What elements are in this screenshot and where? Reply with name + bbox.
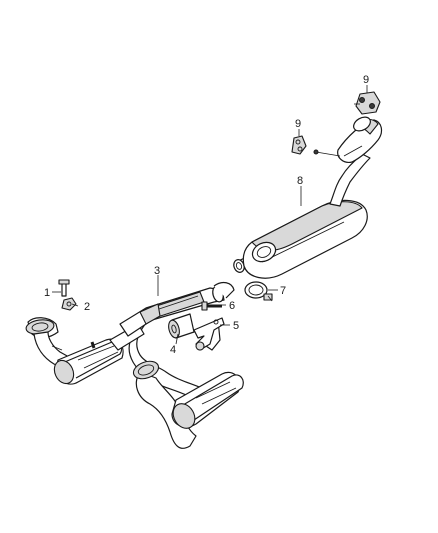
callout-9-lower: 9 [295, 118, 301, 130]
right-flange-pipe [132, 360, 197, 449]
bolt-1 [58, 279, 70, 297]
callout-5: 5 [233, 320, 239, 332]
callout-2: 2 [84, 301, 90, 313]
nut-2 [61, 297, 77, 311]
callout-labels: 1 2 3 4 5 6 7 8 9 9 [44, 74, 369, 356]
bolt-6 [201, 301, 222, 311]
callout-9-upper: 9 [363, 74, 369, 86]
hanger-isolator-9-upper [354, 91, 381, 115]
tailpipe-hanger-rod [313, 149, 341, 157]
left-catalytic-converter [53, 338, 124, 385]
callout-3: 3 [154, 265, 160, 277]
callout-1: 1 [44, 287, 50, 299]
leader-lines [52, 85, 368, 345]
hanger-isolator-9-lower [291, 135, 307, 155]
tailpipe [329, 116, 383, 207]
isolator-4 [168, 313, 195, 339]
oxygen-sensor-left [51, 341, 96, 351]
muffler-8 [242, 199, 368, 279]
callout-4: 4 [170, 344, 176, 356]
callout-7: 7 [280, 285, 286, 297]
callout-6: 6 [229, 300, 235, 312]
hanger-bracket-5 [193, 317, 225, 351]
right-catalytic-converter [171, 371, 244, 429]
clamp-7 [244, 281, 273, 302]
callout-8: 8 [297, 175, 303, 187]
